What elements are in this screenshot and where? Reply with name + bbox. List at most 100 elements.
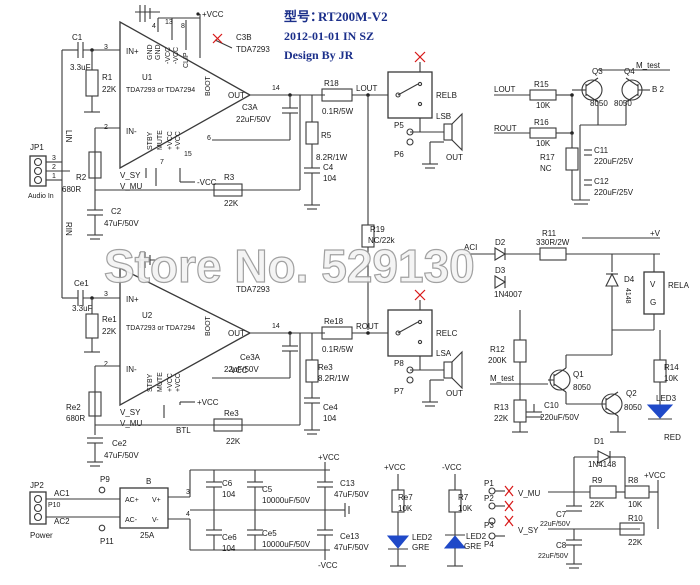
p6-terminal: [406, 138, 414, 146]
r11-resistor: [539, 247, 567, 261]
r3-value: 22K: [224, 199, 239, 208]
u1-vcc-pos-label: +VCC: [202, 10, 224, 19]
d2-refdes: D2: [495, 238, 506, 247]
prot-m-test-label: M_test: [636, 61, 661, 70]
p2-terminal: [488, 502, 496, 510]
re18-resistor: [321, 326, 353, 340]
u1-pin-mute: MUTE: [157, 130, 164, 150]
d1-refdes: D1: [594, 437, 605, 446]
c6-refdes: C6: [222, 479, 233, 488]
r15-value: 10K: [536, 101, 551, 110]
q3-value: 8050: [590, 99, 608, 108]
r2-refdes: R2: [76, 173, 87, 182]
r3-resistor: [213, 183, 243, 197]
c4-refdes: C4: [323, 163, 334, 172]
p4-terminal: [488, 532, 496, 540]
p8-label: P8: [394, 359, 404, 368]
d3-diode: [494, 275, 507, 289]
q4-value: 8050: [614, 99, 632, 108]
psu-top-capacitors: C6 104 C5 10000uF/50V C13 47uF/50V: [206, 470, 369, 510]
re18-value: 0.1R/5W: [322, 345, 354, 354]
re7-refdes: Re7: [398, 493, 413, 502]
c12-value: 220uF/25V: [594, 188, 634, 197]
jp2-header[interactable]: [29, 491, 47, 525]
r10-value: 22K: [628, 538, 643, 547]
u1-pin-in-minus: IN-: [126, 127, 137, 136]
u1-pinnum-10: 7: [160, 159, 164, 166]
ac2-label: AC2: [54, 517, 70, 526]
q1-value: 8050: [573, 383, 591, 392]
led3-red-led: [646, 404, 674, 419]
bridge-refdes: B: [146, 477, 151, 486]
bridge-rectifier: [119, 487, 169, 529]
c13-refdes: C13: [340, 479, 355, 488]
d4-refdes: D4: [624, 275, 635, 284]
r5-value: 8.2R/1W: [316, 153, 348, 162]
u2-pinnum-3: 3: [104, 291, 108, 298]
mute-v-sy-label: V_SY: [518, 526, 539, 535]
q3-refdes: Q3: [592, 67, 603, 76]
jp1-header[interactable]: [29, 155, 47, 187]
led-vcc-pos-label: +VCC: [384, 463, 406, 472]
c8-refdes: C8: [556, 541, 567, 550]
rela-label: RELA: [668, 281, 690, 290]
u2-pinnum-2: 2: [104, 361, 108, 368]
p3-label: P3: [484, 521, 494, 530]
d4-value: 4148: [624, 288, 631, 304]
driver-m-test-label: M_test: [490, 374, 515, 383]
jp1-audio-input-connector[interactable]: JP1 Audio In 3 2 1: [28, 143, 70, 200]
r15-refdes: R15: [534, 80, 549, 89]
r13-resistor: [513, 399, 527, 423]
ce5-value: 10000uF/50V: [262, 540, 311, 549]
lower-rout-label: ROUT: [356, 322, 379, 331]
p11-label: P11: [100, 537, 114, 546]
led3-color: RED: [664, 433, 681, 442]
r10-resistor: [619, 522, 645, 536]
relay-b-section: RELB LSB P5 P6 OUT: [387, 51, 463, 169]
jp2-label: Power: [30, 531, 53, 540]
r2-value: 680R: [62, 185, 81, 194]
r17-refdes: R17: [540, 153, 555, 162]
bridge-ac-plus: AC+: [125, 497, 139, 504]
r9-resistor: [589, 485, 617, 499]
p7-terminal: [406, 376, 414, 384]
ce2-refdes: Ce2: [112, 439, 127, 448]
c2-value: 47uF/50V: [104, 219, 139, 228]
u1-pinnum-3: 3: [104, 44, 108, 51]
lsa-out-label: OUT: [446, 389, 463, 398]
r16-resistor: [529, 127, 557, 139]
relb-label: RELB: [436, 91, 457, 100]
u1-pin-stby: STBY: [147, 131, 154, 150]
jp1-label: Audio In: [28, 193, 54, 200]
r1-resistor: [85, 69, 99, 97]
jp2-refdes: JP2: [30, 481, 44, 490]
p5-label: P5: [394, 121, 404, 130]
r3-refdes: R3: [224, 173, 235, 182]
lin-label: LIN: [64, 130, 73, 143]
u1-pinnum-15: 15: [184, 151, 192, 158]
c7-refdes: C7: [556, 510, 567, 519]
jp1-pin3: 3: [52, 155, 56, 162]
r5-refdes: R5: [321, 131, 332, 140]
c11-refdes: C11: [594, 146, 609, 155]
design-line: Design By JR: [284, 48, 354, 62]
led-vcc-neg-label: -VCC: [442, 463, 462, 472]
u1-pinnum-8: 8: [181, 23, 185, 30]
rin-label: RIN: [64, 222, 73, 236]
re3-resistor: [213, 418, 243, 432]
q2-value: 8050: [624, 403, 642, 412]
r1-refdes: R1: [102, 73, 113, 82]
u2-pin-in-minus: IN-: [126, 365, 137, 374]
u1-pinnum-6: 6: [207, 135, 211, 142]
psu-bottom-capacitors: Ce6 104 Ce5 10000uF/50V Ce13 47uF/50V: [206, 510, 369, 553]
u2-pinnum-14: 14: [272, 323, 280, 330]
ac1-label: AC1: [54, 489, 70, 498]
p10-label: P10: [48, 502, 61, 509]
re7-value: 10K: [398, 504, 413, 513]
r7-value: 10K: [458, 504, 473, 513]
u2-opamp-symbol: [119, 266, 252, 407]
r18-resistor: [321, 88, 353, 102]
upper-lout-label: LOUT: [356, 84, 377, 93]
ce6-value: 104: [222, 544, 236, 553]
